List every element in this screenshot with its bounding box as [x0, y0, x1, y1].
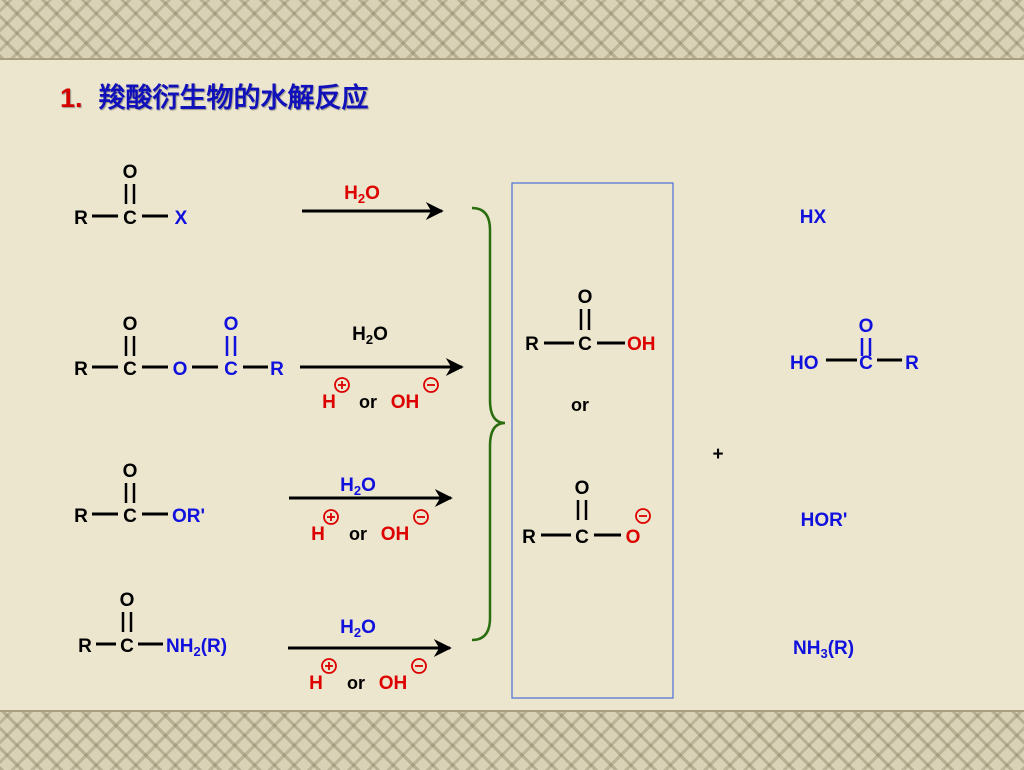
- reaction-arrow-4: H2O H or OH: [288, 617, 452, 694]
- product-amine: NH3(R): [793, 638, 854, 661]
- svg-text:or: or: [347, 673, 365, 693]
- acid-catalyst: H: [322, 392, 336, 413]
- svg-text:H: H: [309, 673, 323, 694]
- svg-text:R: R: [74, 359, 88, 380]
- anhydride-structure: O R C O O C R: [74, 314, 284, 380]
- svg-text:R: R: [905, 353, 919, 374]
- svg-text:H2O: H2O: [340, 617, 376, 640]
- svg-text:C: C: [575, 527, 589, 548]
- halide-x: X: [175, 208, 188, 229]
- decorative-border-bottom: [0, 710, 1024, 770]
- svg-text:O: O: [120, 590, 135, 611]
- svg-text:O: O: [578, 287, 593, 308]
- carboxylate-structure: O R C O: [522, 478, 651, 548]
- svg-text:O: O: [224, 314, 239, 335]
- svg-text:H: H: [311, 524, 325, 545]
- svg-text:C: C: [578, 334, 592, 355]
- svg-text:O: O: [626, 527, 641, 548]
- svg-text:C: C: [123, 506, 137, 527]
- svg-text:C: C: [224, 359, 238, 380]
- curly-brace: [471, 206, 506, 642]
- hydroxyl-group: OH: [627, 334, 656, 355]
- svg-text:R: R: [270, 359, 284, 380]
- carboxylic-acid-byproduct: O HO C R: [790, 316, 919, 374]
- water-label: H2O: [344, 183, 380, 206]
- product-alcohol: HOR': [801, 510, 848, 531]
- alkoxy-group: OR': [172, 506, 205, 527]
- svg-text:R: R: [78, 636, 92, 657]
- svg-text:R: R: [74, 208, 88, 229]
- reaction-arrow-3: H2O H or OH: [289, 475, 453, 545]
- acid-product-box: [511, 182, 674, 699]
- svg-text:H2O: H2O: [352, 324, 388, 347]
- ester-structure: O R C OR': [74, 461, 205, 527]
- minus-charge-icon: [413, 509, 429, 525]
- slide-title: 1. 羧酸衍生物的水解反应: [60, 76, 369, 115]
- svg-text:O: O: [123, 314, 138, 335]
- svg-text:O: O: [859, 316, 874, 337]
- svg-text:O: O: [173, 359, 188, 380]
- decorative-border-top: [0, 0, 1024, 60]
- plus-charge-icon: [323, 509, 339, 525]
- minus-charge-icon: [423, 377, 439, 393]
- carboxylic-acid-structure: O R C OH: [525, 287, 655, 355]
- minus-charge-icon: [411, 658, 427, 674]
- product-hx: HX: [800, 207, 827, 228]
- amino-group: NH2(R): [166, 636, 227, 659]
- title-number: 1.: [60, 83, 83, 113]
- acyl-halide-structure: O R C X: [74, 162, 188, 229]
- carbonyl-oxygen: O: [123, 162, 138, 183]
- svg-text:OH: OH: [381, 524, 410, 545]
- svg-text:O: O: [575, 478, 590, 499]
- svg-text:C: C: [123, 208, 137, 229]
- plus-sign: +: [712, 444, 723, 465]
- svg-text:R: R: [525, 334, 539, 355]
- title-text: 羧酸衍生物的水解反应: [98, 83, 369, 113]
- plus-charge-icon: [321, 658, 337, 674]
- svg-text:C: C: [123, 359, 137, 380]
- svg-text:OH: OH: [379, 673, 408, 694]
- svg-text:C: C: [859, 353, 873, 374]
- svg-text:R: R: [74, 506, 88, 527]
- reaction-arrow-2: H2O H or OH: [300, 324, 464, 413]
- base-catalyst: OH: [391, 392, 420, 413]
- svg-text:O: O: [123, 461, 138, 482]
- amide-structure: O R C NH2(R): [78, 590, 227, 659]
- or-label: or: [571, 395, 589, 415]
- minus-charge-icon: [635, 508, 651, 524]
- svg-text:or: or: [349, 524, 367, 544]
- svg-text:HO: HO: [790, 353, 819, 374]
- plus-charge-icon: [334, 377, 350, 393]
- svg-text:C: C: [120, 636, 134, 657]
- svg-text:H2O: H2O: [340, 475, 376, 498]
- svg-text:or: or: [359, 392, 377, 412]
- svg-text:R: R: [522, 527, 536, 548]
- reaction-arrow-1: H2O: [302, 183, 444, 220]
